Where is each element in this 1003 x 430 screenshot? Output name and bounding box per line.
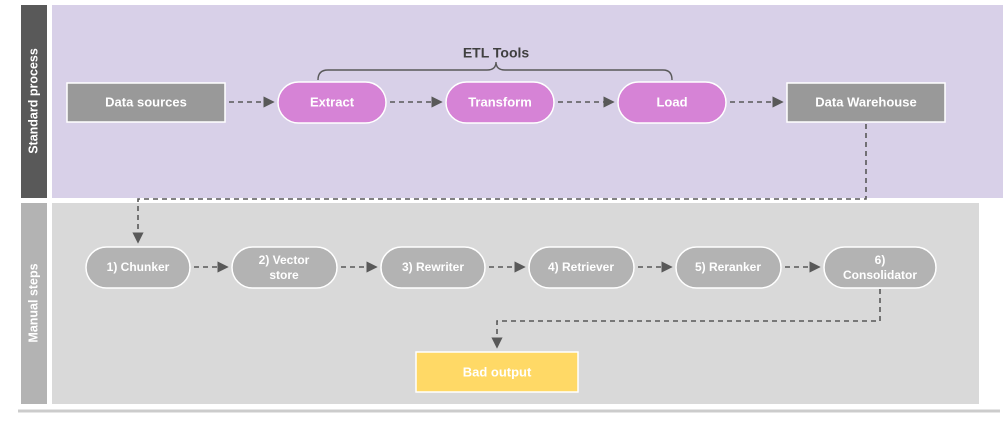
node-consolidator-label-line2: Consolidator	[843, 268, 917, 282]
node-data-warehouse-shape[interactable]	[786, 82, 946, 123]
node-data-sources[interactable]: Data sources	[66, 82, 226, 123]
node-vector-store-label-line1: 2) Vector	[259, 253, 310, 267]
node-retriever-label: 4) Retriever	[548, 260, 614, 274]
node-transform-shape[interactable]	[445, 81, 555, 124]
node-bad-output-label: Bad output	[463, 364, 532, 379]
node-consolidator[interactable]: 6) Consolidator	[823, 246, 937, 289]
node-reranker-shape[interactable]	[675, 246, 782, 289]
node-consolidator-label-line1: 6)	[875, 253, 886, 267]
node-chunker-label: 1) Chunker	[107, 260, 170, 274]
node-retriever[interactable]: 4) Retriever	[528, 246, 635, 289]
node-extract[interactable]: Extract	[277, 81, 387, 124]
lane-standard-process-band	[21, 5, 47, 198]
node-chunker-shape[interactable]	[85, 246, 191, 289]
etl-tools-label: ETL Tools	[463, 45, 530, 61]
lane-standard-process-label: Standard process	[26, 48, 40, 154]
node-load-label: Load	[656, 94, 687, 109]
node-data-warehouse[interactable]: Data Warehouse	[786, 82, 946, 123]
node-rewriter-shape[interactable]	[380, 246, 486, 289]
node-reranker-label: 5) Reranker	[695, 260, 761, 274]
node-bad-output[interactable]: Bad output	[415, 351, 579, 393]
node-data-warehouse-label: Data Warehouse	[815, 94, 916, 109]
node-data-sources-label: Data sources	[105, 94, 187, 109]
node-bad-output-shape[interactable]	[415, 351, 579, 393]
node-vector-store-label-line2: store	[269, 268, 299, 282]
node-extract-label: Extract	[310, 94, 355, 109]
edge-warehouse-to-chunker-path	[132, 124, 867, 244]
node-extract-shape[interactable]	[277, 81, 387, 124]
edge-warehouse-to-chunker	[132, 124, 867, 244]
node-rewriter[interactable]: 3) Rewriter	[380, 246, 486, 289]
node-transform[interactable]: Transform	[445, 81, 555, 124]
node-vector-store-shape[interactable]	[231, 246, 338, 289]
node-rewriter-label: 3) Rewriter	[402, 260, 464, 274]
edge-consolidator-bad-output	[491, 289, 881, 349]
node-load-shape[interactable]	[617, 81, 727, 124]
node-retriever-shape[interactable]	[528, 246, 635, 289]
node-load[interactable]: Load	[617, 81, 727, 124]
edge-consolidator-bad-output-path	[491, 289, 881, 349]
lane-manual-steps-band	[21, 203, 47, 404]
lane-manual-steps-label: Manual steps	[26, 263, 40, 342]
node-reranker[interactable]: 5) Reranker	[675, 246, 782, 289]
node-chunker[interactable]: 1) Chunker	[85, 246, 191, 289]
etl-tools-bracket: ETL Tools	[317, 45, 673, 81]
node-data-sources-shape[interactable]	[66, 82, 226, 123]
node-consolidator-shape[interactable]	[823, 246, 937, 289]
node-vector-store[interactable]: 2) Vector store	[231, 246, 338, 289]
etl-tools-bracket-path	[317, 61, 673, 81]
node-transform-label: Transform	[468, 94, 532, 109]
